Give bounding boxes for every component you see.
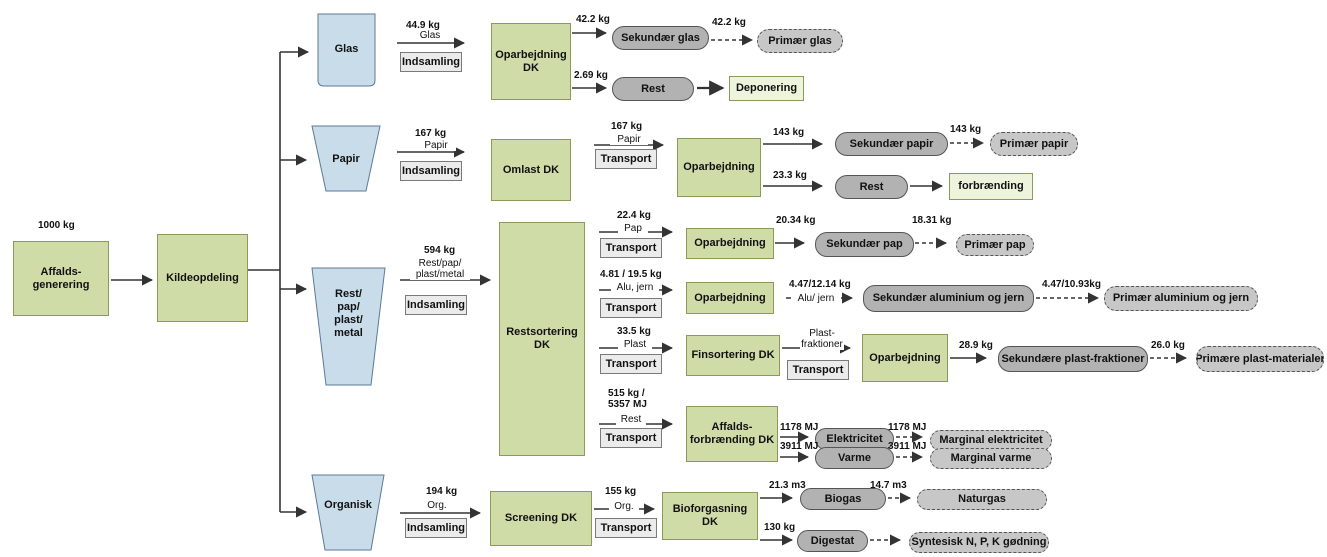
org-transport-mass: 155 kg bbox=[605, 486, 637, 497]
restfl-flow-label: Rest bbox=[616, 414, 646, 425]
rest-indsamling-box: Indsamling bbox=[405, 295, 467, 315]
source-mass-label: 1000 kg bbox=[38, 220, 75, 231]
glas-flow-label: Glas bbox=[408, 30, 452, 41]
sekundaer-glas-pill: Sekundær glas bbox=[612, 26, 709, 50]
affaldsgenerering-box: Affalds- generering bbox=[13, 241, 109, 316]
papir-out2-mass: 23.3 kg bbox=[773, 170, 807, 181]
sekundaer-pap-pill: Sekundær pap bbox=[815, 232, 914, 257]
papir-flow-label: Papir bbox=[416, 140, 456, 151]
plast-avoid-mass: 26.0 kg bbox=[1151, 340, 1185, 351]
bioforgasning-box: Bioforgasning DK bbox=[662, 492, 758, 540]
rest-mass: 594 kg bbox=[424, 245, 456, 256]
alu-transport-box: Transport bbox=[600, 298, 662, 318]
glas-rest-pill: Rest bbox=[612, 77, 694, 101]
restsortering-box: Restsortering DK bbox=[499, 222, 585, 456]
glas-container-shape bbox=[317, 13, 376, 87]
alu-out-flow: Alu/ jern bbox=[791, 293, 841, 304]
pap-out-mass: 20.34 kg bbox=[776, 215, 816, 226]
glas-oparbejdning-box: Oparbejdning DK bbox=[491, 23, 571, 100]
glas-mass: 44.9 kg bbox=[406, 20, 440, 31]
el-avoid-mass: 1178 MJ bbox=[888, 422, 927, 433]
finsortering-box: Finsortering DK bbox=[686, 335, 780, 376]
varme-pill: Varme bbox=[815, 447, 894, 469]
restfl-mass: 515 kg / 5357 MJ bbox=[608, 388, 647, 410]
elektricitet-pill: Elektricitet bbox=[815, 428, 894, 450]
alu-oparbejdning-box: Oparbejdning bbox=[686, 282, 774, 314]
marginal-varme-pill: Marginal varme bbox=[930, 448, 1052, 469]
primaer-aluminium-pill: Primær aluminium og jern bbox=[1104, 286, 1258, 311]
pap-flow-label: Pap bbox=[618, 223, 648, 234]
org-mass: 194 kg bbox=[426, 486, 458, 497]
sekundaer-aluminium-pill: Sekundær aluminium og jern bbox=[863, 285, 1034, 312]
affaldsforbraending-box: Affalds- forbrænding DK bbox=[686, 406, 778, 462]
naturgas-pill: Naturgas bbox=[917, 489, 1047, 510]
papir-avoid-mass: 143 kg bbox=[950, 124, 982, 135]
rest-container-shape bbox=[311, 267, 386, 386]
org-container-shape bbox=[311, 474, 385, 551]
papir-container-label: Papir bbox=[332, 153, 360, 165]
plast-sub-transport-box: Transport bbox=[787, 360, 849, 380]
papir-out1-mass: 143 kg bbox=[773, 127, 805, 138]
papir-transport-box: Transport bbox=[595, 149, 657, 169]
sekundaer-papir-pill: Sekundær papir bbox=[835, 132, 948, 156]
sekundaere-plast-pill: Sekundære plast-fraktioner bbox=[998, 346, 1148, 372]
glas-out1-mass: 42.2 kg bbox=[576, 14, 610, 25]
kildeopdeling-box: Kildeopdeling bbox=[157, 234, 248, 322]
plast-flow-label: Plast bbox=[618, 339, 652, 350]
papir-oparbejdning-box: Oparbejdning bbox=[677, 138, 761, 197]
deponering-box: Deponering bbox=[729, 76, 804, 101]
pap-transport-box: Transport bbox=[600, 238, 662, 258]
papir-transport-mass: 167 kg bbox=[611, 121, 643, 132]
org-container-label: Organisk bbox=[324, 499, 372, 511]
plast-mass: 33.5 kg bbox=[617, 326, 651, 337]
alu-out-mass: 4.47/12.14 kg bbox=[789, 279, 851, 290]
heat-mass: 3911 MJ bbox=[780, 441, 819, 452]
forbraending-box: forbrænding bbox=[949, 173, 1033, 200]
org-transport-flow: Org. bbox=[609, 501, 639, 512]
plast-transport-box: Transport bbox=[600, 354, 662, 374]
primaere-plast-pill: Primære plast-materialer bbox=[1196, 346, 1324, 372]
org-indsamling-box: Indsamling bbox=[405, 518, 467, 538]
restfl-transport-box: Transport bbox=[600, 428, 662, 448]
biogas-mass: 21.3 m3 bbox=[769, 480, 806, 491]
digestat-pill: Digestat bbox=[797, 530, 868, 552]
glas-container-label: Glas bbox=[334, 43, 359, 55]
primaer-pap-pill: Primær pap bbox=[956, 234, 1034, 256]
glas-out2-mass: 2.69 kg bbox=[574, 70, 608, 81]
pap-avoid-mass: 18.31 kg bbox=[912, 215, 952, 226]
el-mass: 1178 MJ bbox=[780, 422, 819, 433]
rest-flow-label: Rest/pap/ plast/metal bbox=[410, 258, 470, 280]
pap-mass: 22.4 kg bbox=[617, 210, 651, 221]
glas-avoid-mass: 42.2 kg bbox=[712, 17, 746, 28]
plast-oparbejdning-box: Oparbejdning bbox=[862, 334, 948, 382]
papir-transport-flow: Papir bbox=[610, 134, 648, 145]
glas-indsamling-box: Indsamling bbox=[400, 52, 462, 72]
org-transport-box: Transport bbox=[595, 518, 657, 538]
papir-rest-pill: Rest bbox=[835, 175, 908, 199]
primaer-papir-pill: Primær papir bbox=[990, 132, 1078, 156]
rest-container-label: Rest/ pap/ plast/ metal bbox=[334, 288, 363, 339]
plast-out-mass: 28.9 kg bbox=[959, 340, 993, 351]
primaer-glas-pill: Primær glas bbox=[757, 29, 843, 53]
plast-sub-flow: Plast- fraktioner bbox=[800, 328, 844, 350]
natgas-mass: 14.7 m3 bbox=[870, 480, 907, 491]
alu-flow-label: Alu, jern bbox=[611, 282, 659, 293]
org-flow-label: Org. bbox=[422, 500, 452, 511]
biogas-pill: Biogas bbox=[800, 488, 886, 510]
alu-avoid-mass: 4.47/10.93kg bbox=[1042, 279, 1101, 290]
papir-indsamling-box: Indsamling bbox=[400, 161, 462, 181]
alu-mass: 4.81 / 19.5 kg bbox=[600, 269, 662, 280]
papir-mass: 167 kg bbox=[415, 128, 447, 139]
omlast-box: Omlast DK bbox=[491, 139, 571, 201]
digestat-mass: 130 kg bbox=[764, 522, 796, 533]
screening-box: Screening DK bbox=[490, 491, 592, 546]
pap-oparbejdning-box: Oparbejdning bbox=[686, 228, 774, 259]
heat-avoid-mass: 3911 MJ bbox=[888, 441, 927, 452]
papir-container-shape bbox=[311, 125, 381, 192]
syntetisk-goedning-pill: Syntesisk N, P, K gødning bbox=[909, 532, 1049, 553]
